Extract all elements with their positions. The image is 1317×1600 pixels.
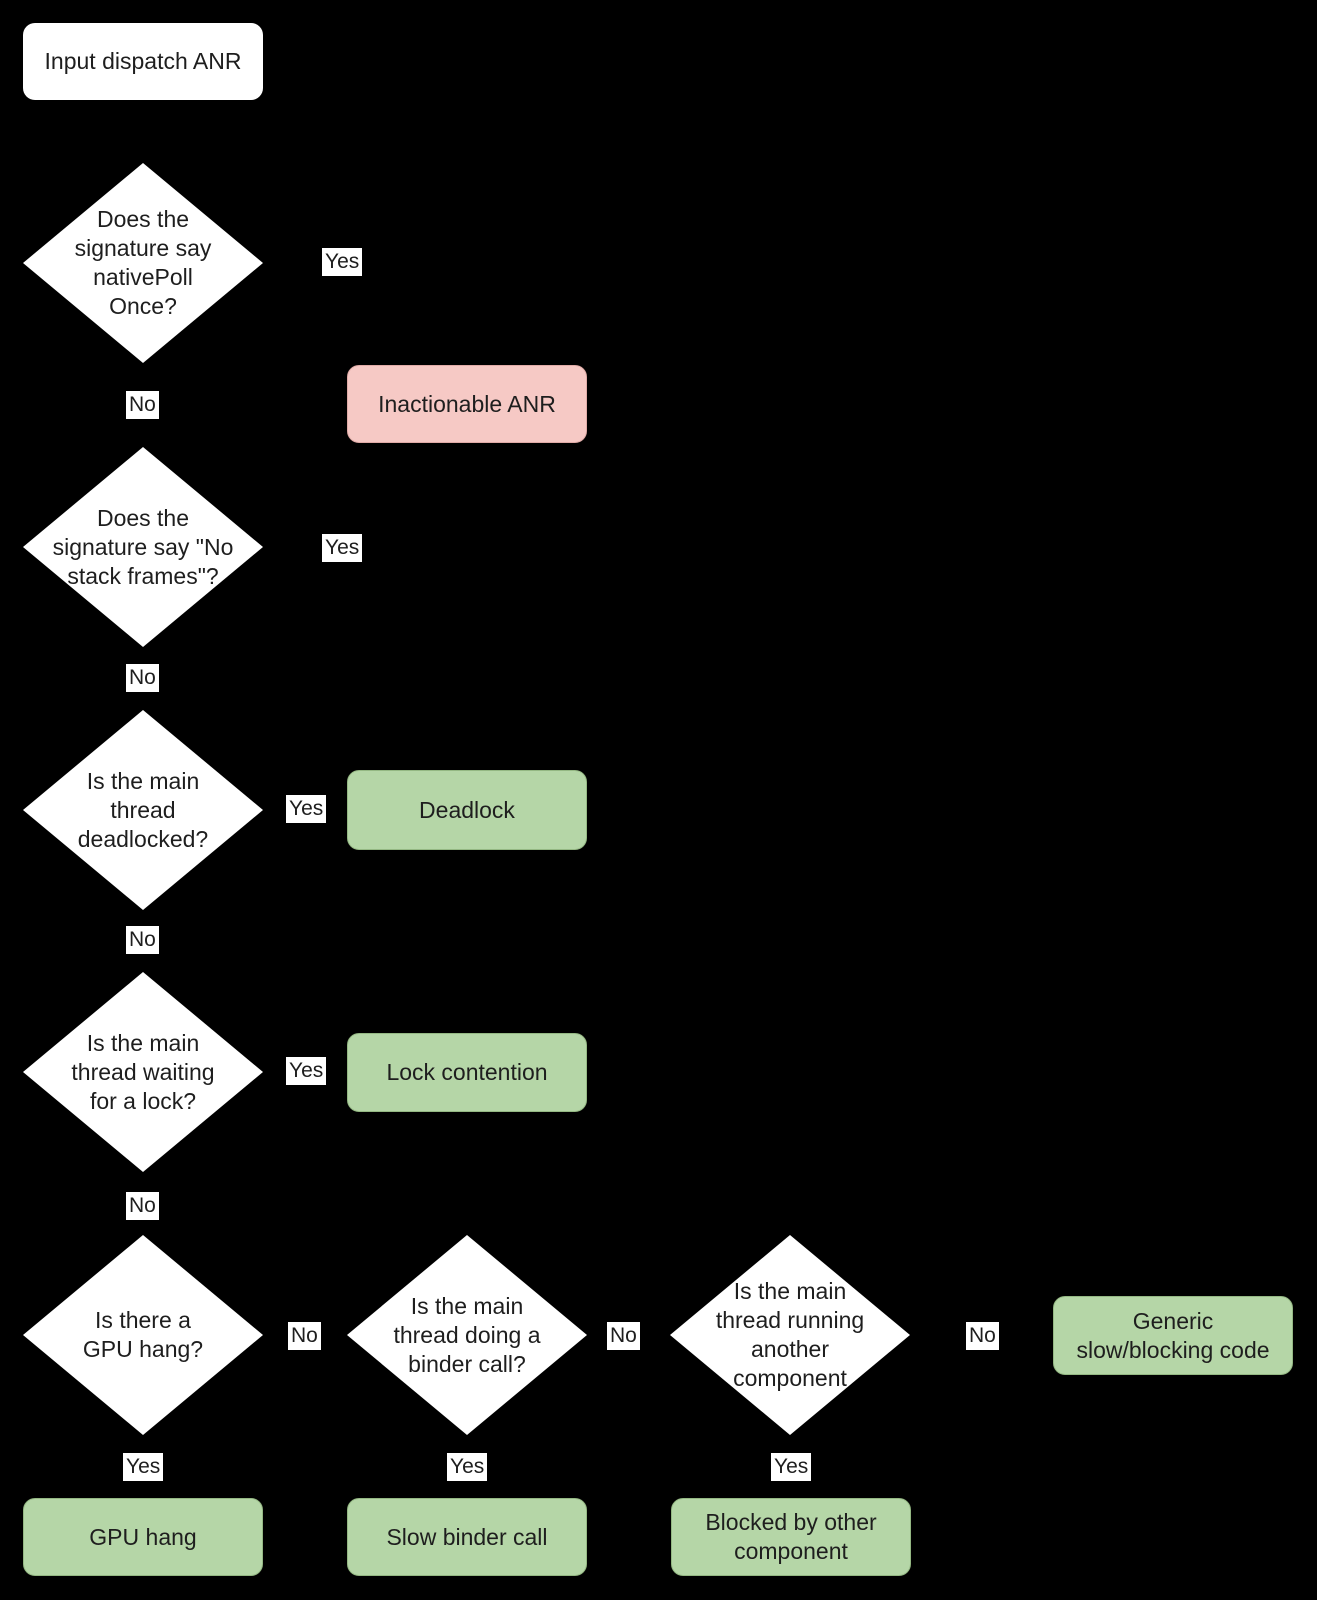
outcome-slow-binder-call: Slow binder call xyxy=(347,1498,587,1576)
node-label: Lock contention xyxy=(386,1059,548,1085)
decision-main-thread-deadlocked: Is the main thread deadlocked? xyxy=(23,710,263,910)
node-label: Does the signature say "No stack frames"… xyxy=(52,504,234,589)
outcome-blocked-by-other-component: Blocked by other component xyxy=(671,1498,911,1576)
edge-label-yes: Yes xyxy=(286,1057,327,1085)
edge-label-yes: Yes xyxy=(322,534,363,562)
node-label: Is the main thread running another compo… xyxy=(715,1278,865,1391)
node-label: Blocked by other component xyxy=(705,1509,877,1564)
edge-label-no: No xyxy=(607,1322,640,1350)
node-label: Is the main thread waiting for a lock? xyxy=(71,1029,215,1114)
edge-label-no: No xyxy=(288,1322,321,1350)
edge-label-no: No xyxy=(126,391,159,419)
edge-label-yes: Yes xyxy=(447,1453,488,1481)
outcome-gpu-hang: GPU hang xyxy=(23,1498,263,1576)
diamond-shape xyxy=(23,163,263,363)
edge-label-no: No xyxy=(126,664,159,692)
outcome-lock-contention: Lock contention xyxy=(347,1033,587,1112)
node-label: Is the main thread deadlocked? xyxy=(77,767,209,852)
edge-label-yes: Yes xyxy=(286,795,327,823)
diamond-shape xyxy=(23,710,263,910)
diamond-shape xyxy=(23,1235,263,1435)
decision-binder-call: Is the main thread doing a binder call? xyxy=(347,1235,587,1435)
edge-label-yes: Yes xyxy=(771,1453,812,1481)
outcome-inactionable-anr: Inactionable ANR xyxy=(347,365,587,443)
edge-label-yes: Yes xyxy=(123,1453,164,1481)
node-label: Slow binder call xyxy=(386,1523,548,1550)
node-input-dispatch-anr: Input dispatch ANR xyxy=(23,23,263,100)
diamond-shape xyxy=(670,1235,910,1435)
decision-gpu-hang: Is there a GPU hang? xyxy=(23,1235,263,1435)
outcome-generic-slow-blocking-code: Generic slow/blocking code xyxy=(1053,1296,1293,1375)
edge-label-no: No xyxy=(126,1192,159,1220)
node-label: Generic slow/blocking code xyxy=(1076,1307,1270,1363)
node-label: Input dispatch ANR xyxy=(44,48,242,74)
diamond-shape xyxy=(347,1235,587,1435)
node-label: Is there a GPU hang? xyxy=(82,1307,204,1362)
node-label: Deadlock xyxy=(419,796,515,823)
outcome-deadlock: Deadlock xyxy=(347,770,587,850)
decision-main-thread-waiting-lock: Is the main thread waiting for a lock? xyxy=(23,972,263,1172)
edge-label-no: No xyxy=(126,926,159,954)
node-label: Does the signature say nativePoll Once? xyxy=(74,206,212,319)
edge-label-no: No xyxy=(966,1322,999,1350)
diamond-shape xyxy=(23,972,263,1172)
decision-no-stack-frames: Does the signature say "No stack frames"… xyxy=(23,447,263,647)
decision-running-another-component: Is the main thread running another compo… xyxy=(670,1235,910,1435)
diamond-shape xyxy=(23,447,263,647)
node-label: GPU hang xyxy=(89,1523,197,1550)
node-label: Inactionable ANR xyxy=(378,390,556,417)
node-label: Is the main thread doing a binder call? xyxy=(393,1292,541,1377)
edge-label-yes: Yes xyxy=(322,248,363,276)
decision-native-poll-once: Does the signature say nativePoll Once? xyxy=(23,163,263,363)
